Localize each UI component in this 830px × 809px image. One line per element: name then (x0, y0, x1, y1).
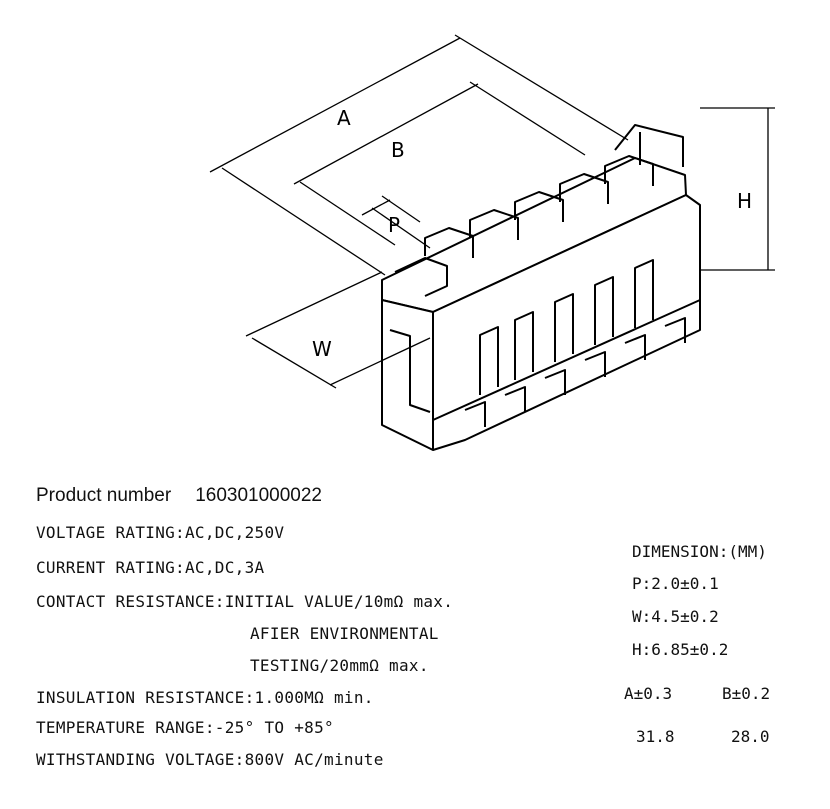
dimension-label-p: P (388, 213, 400, 237)
spec-withstanding: WITHSTANDING VOLTAGE:800V AC/minute (36, 750, 384, 769)
dimension-title: DIMENSION:(MM) (632, 542, 767, 561)
spec-contact-after: AFIER ENVIRONMENTAL (250, 624, 439, 643)
dimension-w: W:4.5±0.2 (632, 607, 719, 626)
spec-insulation: INSULATION RESISTANCE:1.000MΩ min. (36, 688, 374, 707)
product-number-value: 160301000022 (195, 485, 322, 506)
dimension-b-value: 28.0 (731, 727, 770, 746)
connector-housing (381, 124, 701, 451)
dimension-p: P:2.0±0.1 (632, 574, 719, 593)
dimension-a-header: A±0.3 (624, 684, 673, 703)
dimension-a-value: 31.8 (636, 727, 675, 746)
product-number-label: Product number (36, 485, 172, 506)
dimension-label-h: H (737, 189, 752, 213)
spec-contact-testing: TESTING/20mmΩ max. (250, 656, 429, 675)
dimension-label-a: A (337, 106, 351, 130)
spec-contact: CONTACT RESISTANCE:INITIAL VALUE/10mΩ ma… (36, 592, 454, 611)
dimension-lines (209, 34, 775, 389)
connector-drawing: A B P W H (209, 34, 775, 451)
side-slots (464, 259, 686, 427)
spec-temperature: TEMPERATURE RANGE:-25° TO +85° (36, 718, 334, 737)
dimension-label-w: W (312, 337, 332, 361)
spec-voltage: VOLTAGE RATING:AC,DC,250V (36, 523, 285, 542)
dimension-label-b: B (391, 138, 405, 162)
dimension-h: H:6.85±0.2 (632, 640, 729, 659)
spec-current: CURRENT RATING:AC,DC,3A (36, 558, 265, 577)
product-number-line: Product number 160301000022 (36, 485, 322, 507)
dimension-b-header: B±0.2 (722, 684, 771, 703)
